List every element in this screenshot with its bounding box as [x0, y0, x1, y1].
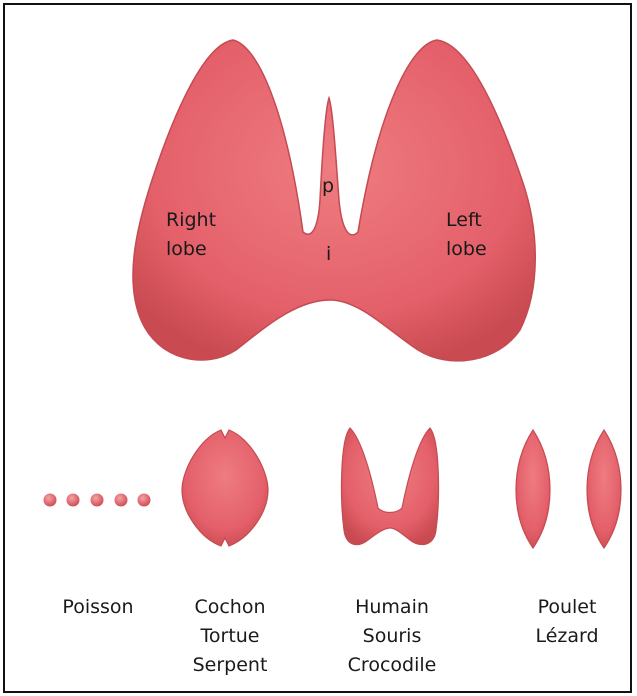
thyroid-gland-large — [133, 40, 535, 361]
right-lobe-label-line2: lobe — [166, 237, 207, 262]
poisson-glands — [44, 494, 151, 507]
caption-group-4: Poulet Lézard — [492, 593, 637, 651]
caption-line: Lézard — [492, 622, 637, 651]
caption-line: Tortue — [155, 622, 305, 651]
isthmus-label: i — [326, 242, 331, 267]
right-lobe-label-line1: Right — [166, 208, 216, 233]
poisson-dot — [44, 494, 57, 507]
caption-line: Crocodile — [317, 651, 467, 680]
poisson-dot — [138, 494, 151, 507]
pyramidal-lobe-label: p — [322, 174, 334, 199]
poisson-dot — [91, 494, 104, 507]
caption-line: Humain — [317, 593, 467, 622]
caption-line: Serpent — [155, 651, 305, 680]
poulet-gland-left — [516, 430, 550, 548]
caption-line: Poulet — [492, 593, 637, 622]
poisson-dot — [115, 494, 128, 507]
caption-line: Cochon — [155, 593, 305, 622]
caption-line: Poisson — [23, 593, 173, 622]
humain-gland — [342, 428, 439, 545]
caption-group-2: Cochon Tortue Serpent — [155, 593, 305, 680]
poisson-dot — [67, 494, 80, 507]
cochon-gland — [182, 430, 268, 546]
left-lobe-label-line2: lobe — [446, 237, 487, 262]
caption-line: Souris — [317, 622, 467, 651]
poulet-gland-right — [587, 430, 621, 548]
left-lobe-label-line1: Left — [446, 208, 482, 233]
caption-group-3: Humain Souris Crocodile — [317, 593, 467, 680]
caption-group-1: Poisson — [23, 593, 173, 622]
